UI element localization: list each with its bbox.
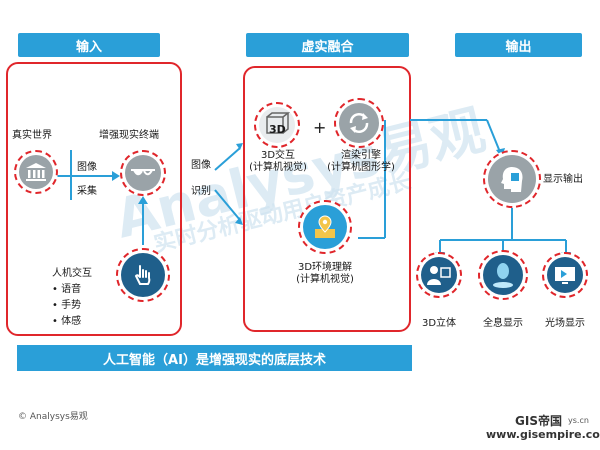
env-understanding-line2: (计算机视觉) — [296, 274, 354, 285]
interaction-3d-line1: 3D交互 — [260, 150, 296, 161]
display-output-label: 显示输出 — [543, 174, 583, 185]
badge-3d: 3D — [269, 123, 286, 136]
header-output: 输出 — [455, 33, 582, 57]
display-output-icon-wrap — [483, 150, 541, 208]
header-fusion: 虚实融合 — [246, 33, 409, 57]
ar-glasses-icon — [125, 155, 161, 191]
refresh-cycle-icon — [339, 103, 379, 143]
stereo-label: 3D立体 — [421, 318, 457, 329]
env-understanding-icon-wrap — [298, 200, 352, 254]
gis-logo: GIS帝国 — [515, 414, 562, 428]
cube-3d-icon — [259, 107, 295, 143]
render-engine-line1: 渲染引擎 — [341, 150, 381, 161]
hci-item-voice: • 语音 — [52, 284, 82, 295]
person-cube-icon — [421, 257, 457, 293]
gis-url: www.gisempire.com — [486, 428, 600, 441]
hci-item-gesture-text: 手势 — [61, 300, 82, 311]
hci-title: 人机交互 — [52, 268, 92, 279]
collect-label: 采集 — [77, 186, 97, 197]
light-field-label: 光场显示 — [545, 318, 585, 329]
map-pin-icon — [303, 205, 347, 249]
hologram-label: 全息显示 — [483, 318, 523, 329]
light-field-icon-wrap — [542, 252, 588, 298]
hci-icon-wrap — [116, 248, 170, 302]
head-display-icon — [488, 155, 536, 203]
ar-terminal-label: 增强现实终端 — [99, 130, 159, 141]
image-recognition-line1: 图像 — [191, 160, 211, 171]
hci-item-gesture: • 手势 — [52, 300, 82, 311]
monitor-icon — [547, 257, 583, 293]
hand-gesture-icon — [121, 253, 165, 297]
hci-item-body-text: 体感 — [61, 316, 82, 327]
input-frame — [6, 62, 182, 336]
image-label: 图像 — [77, 162, 97, 173]
env-understanding-line1: 3D环境理解 — [297, 262, 353, 273]
interaction-3d-line2: (计算机视觉) — [249, 162, 307, 173]
plus-sign: + — [313, 118, 327, 137]
image-recognition-line2: 识别 — [191, 186, 211, 197]
hologram-icon — [483, 255, 523, 295]
hologram-icon-wrap — [478, 250, 528, 300]
gis-small: ys.cn — [568, 416, 589, 425]
hci-item-body: • 体感 — [52, 316, 82, 327]
stereo-icon-wrap — [416, 252, 462, 298]
real-world-label: 真实世界 — [12, 130, 52, 141]
museum-icon — [19, 155, 53, 189]
copyright-footer: © Analysys易观 — [18, 412, 88, 422]
interaction-3d-icon-wrap — [254, 102, 300, 148]
render-engine-line2: (计算机图形学) — [327, 162, 395, 173]
hci-item-voice-text: 语音 — [61, 284, 82, 295]
real-world-icon-wrap — [14, 150, 58, 194]
render-engine-icon-wrap — [334, 98, 384, 148]
ar-terminal-icon-wrap — [120, 150, 166, 196]
header-input: 输入 — [18, 33, 160, 57]
fusion-frame — [243, 66, 411, 332]
ai-banner: 人工智能（AI）是增强现实的底层技术 — [17, 345, 412, 371]
